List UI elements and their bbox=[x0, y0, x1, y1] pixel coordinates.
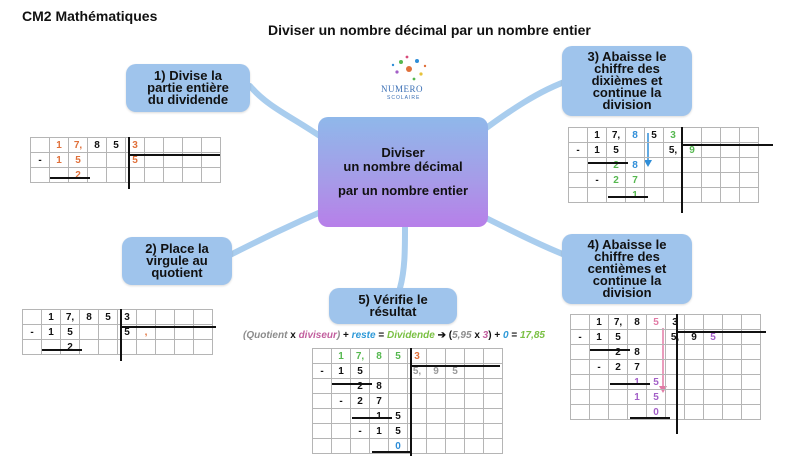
table-row: 0 bbox=[570, 404, 761, 420]
quotient-bar bbox=[128, 154, 220, 156]
subtraction-bar bbox=[332, 383, 372, 385]
step-1-line-1: 1) Divise la bbox=[154, 68, 222, 83]
subtraction-bar bbox=[50, 177, 90, 179]
divisor-bar bbox=[120, 309, 122, 361]
subtraction-bar bbox=[588, 162, 628, 164]
table-row: 2 bbox=[22, 339, 213, 355]
step-5-line-2: résultat bbox=[369, 304, 417, 319]
quotient-bar bbox=[681, 144, 773, 146]
numero-logo: NUMERO SCOLAIRE bbox=[381, 52, 437, 104]
step-2-line-1: 2) Place la bbox=[145, 241, 209, 256]
step-3-line-3: dixièmes et bbox=[591, 73, 663, 88]
step-2-bubble: 2) Place la virgule au quotient bbox=[122, 237, 232, 285]
step-2-line-3: quotient bbox=[151, 265, 203, 280]
step-4-bubble: 4) Abaisse le chiffre des centièmes et c… bbox=[562, 234, 692, 304]
step-3-line-5: division bbox=[602, 97, 652, 112]
step-4-line-3: centièmes et bbox=[587, 261, 667, 276]
subtraction-bar bbox=[372, 451, 412, 453]
central-line-1: Diviser bbox=[381, 145, 425, 160]
verification-formula: (Quotient x diviseur) + reste = Dividend… bbox=[243, 330, 545, 341]
divisor-bar bbox=[676, 314, 678, 434]
logo-text: NUMERO bbox=[381, 84, 424, 94]
divisor-bar bbox=[128, 137, 130, 189]
table-row: 2 bbox=[30, 167, 221, 183]
step-1-line-2: partie entière bbox=[147, 80, 229, 95]
divisor-bar bbox=[410, 348, 412, 456]
central-topic: Diviser un nombre décimal par un nombre … bbox=[318, 117, 488, 227]
step-2-line-2: virgule au bbox=[146, 253, 208, 268]
central-line-3: par un nombre entier bbox=[337, 183, 469, 198]
table-row: 1 bbox=[568, 187, 759, 203]
lesson-title: Diviser un nombre décimal par un nombre … bbox=[268, 22, 591, 38]
step-4-line-4: continue la bbox=[592, 273, 662, 288]
central-line-2: un nombre décimal bbox=[343, 159, 463, 174]
step-1-bubble: 1) Divise la partie entière du dividende bbox=[126, 64, 250, 112]
subtraction-bar bbox=[42, 349, 82, 351]
quotient-bar bbox=[120, 326, 216, 328]
step-5-line-1: 5) Vérifie le bbox=[358, 292, 428, 307]
quotient-bar bbox=[676, 331, 766, 333]
step-3-line-4: continue la bbox=[592, 85, 662, 100]
step-4-line-2: chiffre des bbox=[594, 249, 660, 264]
step-1-line-3: du dividende bbox=[147, 92, 229, 107]
logo-burst-icon bbox=[391, 55, 427, 81]
step-3-bubble: 3) Abaisse le chiffre des dixièmes et co… bbox=[562, 46, 692, 116]
subtraction-bar bbox=[590, 349, 630, 351]
step-4-line-1: 4) Abaisse le bbox=[587, 237, 667, 252]
divisor-bar bbox=[681, 127, 683, 213]
arrow-icon: ➔ bbox=[437, 330, 446, 341]
subtraction-bar bbox=[352, 417, 392, 419]
subtraction-bar bbox=[630, 417, 670, 419]
step-3-line-1: 3) Abaisse le bbox=[587, 49, 667, 64]
class-title: CM2 Mathématiques bbox=[22, 8, 158, 24]
quotient-bar bbox=[410, 365, 500, 367]
subtraction-bar bbox=[608, 196, 648, 198]
step-5-bubble: 5) Vérifie le résultat bbox=[329, 288, 457, 324]
step-3-line-2: chiffre des bbox=[594, 61, 660, 76]
step-4-line-5: division bbox=[602, 285, 652, 300]
subtraction-bar bbox=[610, 383, 650, 385]
table-row: 0 bbox=[312, 438, 503, 454]
logo-subtext: SCOLAIRE bbox=[387, 95, 421, 101]
